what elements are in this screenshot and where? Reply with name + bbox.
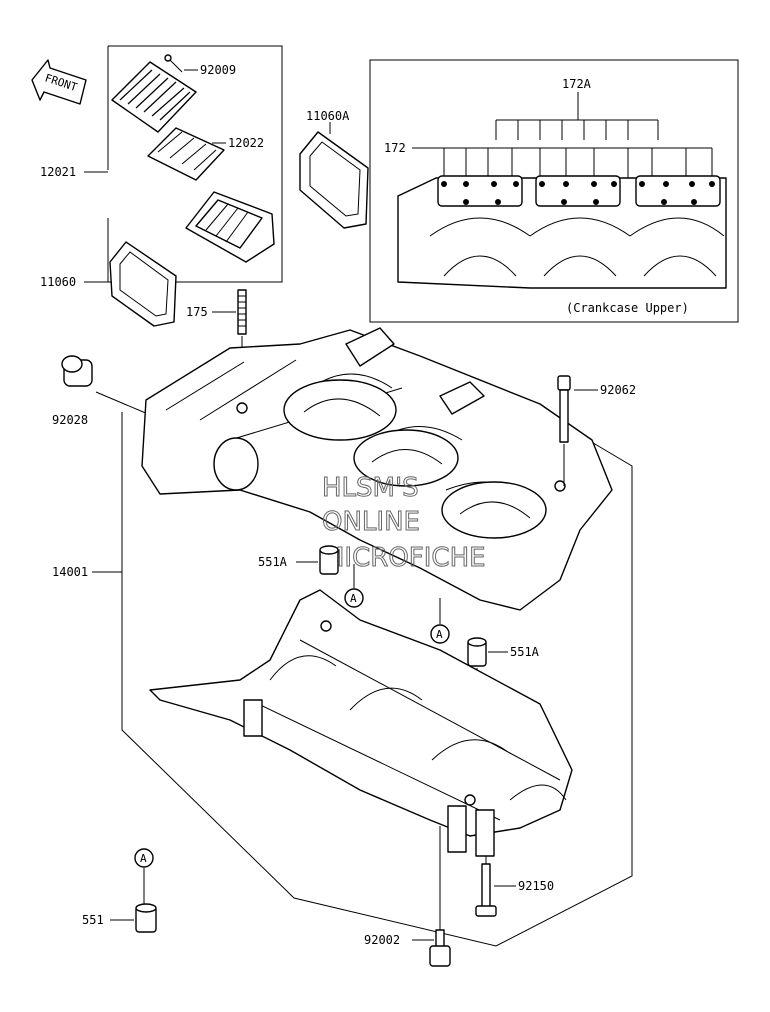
label-12022: 12022 [228, 136, 264, 150]
grommet-92028-part [61, 355, 93, 387]
reed-stopper-part [111, 61, 197, 133]
label-92002: 92002 [364, 933, 400, 947]
label-551A-left: 551A [258, 555, 288, 569]
callout-a-right: A [430, 598, 450, 644]
dowel-551A-right-part [467, 637, 487, 667]
label-172A: 172A [562, 77, 592, 91]
label-92062: 92062 [600, 383, 636, 397]
crankcase-group-frame [121, 412, 633, 947]
upper-crankcase-part [141, 327, 613, 611]
bolt-92002-part [429, 929, 451, 967]
crankcase-upper-inset: 172A 172 (Crankcase Upper) [369, 59, 739, 323]
callout-a-left-label: A [350, 592, 357, 605]
gasket-11060A-part [299, 131, 369, 229]
dowel-551-part [135, 903, 157, 933]
watermark-line-3: MICROFICHE [322, 543, 486, 573]
callout-a-bottom: A [134, 848, 154, 906]
dowel-551A-left-part [319, 545, 339, 575]
label-12021: 12021 [40, 165, 76, 179]
label-551A-right: 551A [510, 645, 540, 659]
label-551: 551 [82, 913, 104, 927]
front-arrow-icon: FRONT [31, 59, 87, 105]
bolt-92062-part [557, 375, 571, 443]
watermark-line-2: ONLINE [322, 507, 420, 537]
watermark-line-1: HLSM'S [322, 473, 419, 503]
callout-a-right-label: A [436, 628, 443, 641]
screw-92009-part [164, 54, 183, 73]
callout-a-bottom-label: A [140, 852, 147, 865]
inset-caption: (Crankcase Upper) [566, 301, 689, 315]
label-14001: 14001 [52, 565, 88, 579]
reed-petal-part [147, 127, 225, 181]
watermark: HLSM'S ONLINE MICROFICHE [322, 473, 487, 574]
label-92150: 92150 [518, 879, 554, 893]
gasket-11060-part [109, 241, 177, 327]
reed-block-part [185, 191, 275, 263]
bolt-92150-part [475, 863, 497, 917]
label-11060: 11060 [40, 275, 76, 289]
label-11060A: 11060A [306, 109, 350, 123]
stud-175-part [237, 289, 247, 335]
lower-crankcase-part [149, 589, 573, 857]
label-92028: 92028 [52, 413, 88, 427]
label-92009: 92009 [200, 63, 236, 77]
reed-valve-group-frame [108, 45, 283, 283]
label-175: 175 [186, 305, 208, 319]
label-172: 172 [384, 141, 406, 155]
callout-a-left: A [344, 564, 364, 608]
